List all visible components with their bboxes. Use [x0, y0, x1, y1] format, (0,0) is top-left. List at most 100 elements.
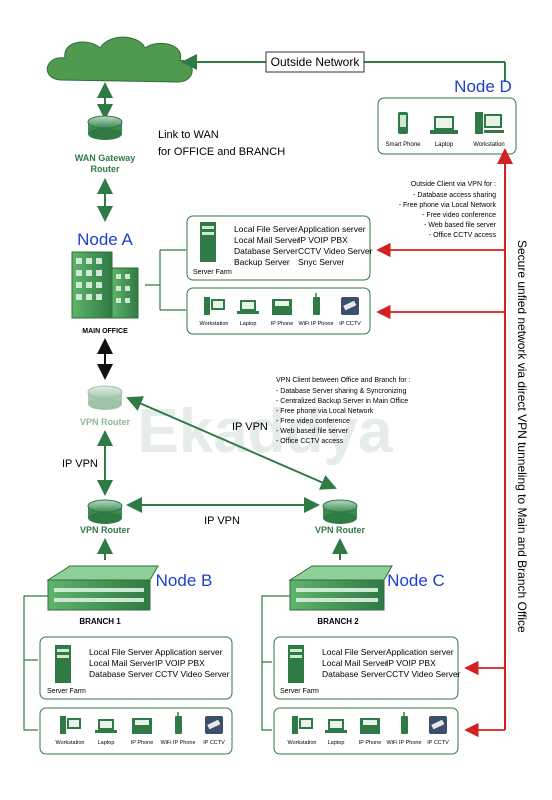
device-label: WiFi IP Phone: [386, 740, 421, 746]
vpn-left-router-icon: [87, 499, 123, 524]
outside-client-title: Outside Client via VPN for :: [411, 181, 496, 188]
server-item: Local Mail Server: [322, 658, 388, 668]
wifi-phone-icon: [401, 712, 408, 734]
device-label: IP Phone: [359, 740, 382, 746]
node-b-title: Node B: [156, 571, 213, 590]
device-label: WiFi IP Phone: [160, 740, 195, 746]
node-d-device-label: Workstation: [473, 142, 505, 148]
device-label: Laptop: [98, 740, 115, 746]
workstation-icon: [204, 297, 225, 315]
ip-phone-icon: [360, 718, 380, 734]
server-item: IP VOIP PBX: [155, 658, 205, 668]
device-label: IP Phone: [271, 321, 294, 327]
device-label: IP Phone: [131, 740, 154, 746]
branch-2-label: BRANCH 2: [317, 617, 359, 626]
main-office-label: MAIN OFFICE: [82, 328, 128, 335]
device-label: Workstation: [288, 740, 317, 746]
device-label: IP CCTV: [203, 740, 225, 746]
ip-vpn-diagonal-label: IP VPN: [232, 421, 268, 433]
smart-phone-icon: [398, 112, 408, 134]
vpn-client-item: - Free video conference: [276, 418, 350, 425]
secure-network-vertical-text: Secure unfied network via direct VPN tun…: [515, 240, 529, 633]
cloud-icon: [47, 36, 193, 83]
server-item: Local Mail Server: [234, 235, 300, 245]
laptop-icon: [325, 719, 347, 733]
cctv-icon: [205, 716, 223, 734]
vpn-client-item: - Centralized Backup Server in Main Offi…: [276, 398, 408, 405]
device-label: Workstation: [56, 740, 85, 746]
device-label: Laptop: [328, 740, 345, 746]
workstation-icon: [60, 716, 81, 734]
wan-router-label: WAN Gateway: [75, 153, 136, 163]
server-item: CCTV Video Server: [155, 669, 230, 679]
server-icon: [288, 645, 304, 683]
server-icon: [200, 222, 216, 262]
server-icon: [55, 645, 71, 683]
ip-vpn-vertical-label: IP VPN: [62, 458, 98, 470]
server-item: Snyc Server: [298, 257, 344, 267]
device-label: WiFi IP Phone: [298, 321, 333, 327]
vpn-client-item: - Free phone via Local Network: [276, 408, 374, 415]
branch-1-server-panel: [39, 636, 233, 700]
server-item: Database Server: [234, 246, 298, 256]
ip-vpn-horizontal-label: IP VPN: [204, 515, 240, 527]
ip-phone-icon: [272, 299, 292, 315]
outside-client-item: - Web based file server: [424, 222, 497, 229]
device-label: IP CCTV: [339, 321, 361, 327]
server-item: Backup Server: [234, 257, 290, 267]
vpn-right-router-icon: [322, 499, 358, 524]
vpn-client-item: - Office CCTV access: [276, 438, 344, 445]
vpn-client-item: - Database Server sharing & Syncronizing: [276, 388, 406, 395]
server-item: IP VOIP PBX: [386, 658, 436, 668]
wan-link-text: for OFFICE and BRANCH: [158, 146, 285, 158]
vpn-right-router-label: VPN Router: [315, 525, 366, 535]
vpn-left-router-label: VPN Router: [80, 525, 131, 535]
laptop-icon: [95, 719, 117, 733]
server-item: Database Server: [322, 669, 386, 679]
workstation-icon: [475, 112, 504, 134]
wan-router-label: Router: [91, 164, 120, 174]
branch-1-label: BRANCH 1: [79, 617, 121, 626]
laptop-icon: [430, 116, 458, 134]
server-item: Local File Server: [234, 224, 298, 234]
server-item: Application server: [298, 224, 366, 234]
server-item: Database Server: [89, 669, 153, 679]
cctv-icon: [341, 297, 359, 315]
workstation-icon: [292, 716, 313, 734]
outside-client-item: - Free phone via Local Network: [399, 202, 497, 209]
branch-2-server-panel: [273, 636, 459, 700]
outside-client-item: - Database access sharing: [413, 192, 496, 199]
node-d-title: Node D: [454, 77, 512, 96]
laptop-icon: [237, 300, 259, 314]
server-farm-label: Server Farm: [47, 688, 86, 695]
server-item: Application server: [155, 647, 223, 657]
device-label: Laptop: [240, 321, 257, 327]
main-server-farm-panel: [186, 215, 371, 281]
server-item: CCTV Video Server: [386, 669, 461, 679]
vpn-main-router-label: VPN Router: [80, 417, 131, 427]
server-item: Application server: [386, 647, 454, 657]
device-label: Workstation: [200, 321, 229, 327]
server-item: Local File Server: [322, 647, 386, 657]
secure-tunnel-lines: [376, 148, 513, 738]
branch-2-building-icon: [288, 565, 393, 611]
vpn-client-title: VPN Client between Office and Branch for…: [276, 377, 411, 384]
wifi-phone-icon: [175, 712, 182, 734]
node-a-title: Node A: [77, 230, 133, 249]
server-farm-label: Server Farm: [193, 269, 232, 276]
cctv-icon: [429, 716, 447, 734]
server-item: CCTV Video Server: [298, 246, 373, 256]
wan-router-icon: [87, 115, 123, 140]
wifi-phone-icon: [313, 293, 320, 315]
server-item: Local File Server: [89, 647, 153, 657]
node-d-device-label: Smart Phone: [385, 142, 421, 148]
device-label: IP CCTV: [427, 740, 449, 746]
server-item: Local Mail Server: [89, 658, 155, 668]
main-office-building-icon: [71, 251, 139, 319]
ip-phone-icon: [132, 718, 152, 734]
server-farm-label: Server Farm: [280, 688, 319, 695]
outside-client-item: - Free video conference: [422, 212, 496, 219]
outside-network-label: Outside Network: [271, 55, 361, 69]
node-d-device-label: Laptop: [435, 142, 454, 148]
